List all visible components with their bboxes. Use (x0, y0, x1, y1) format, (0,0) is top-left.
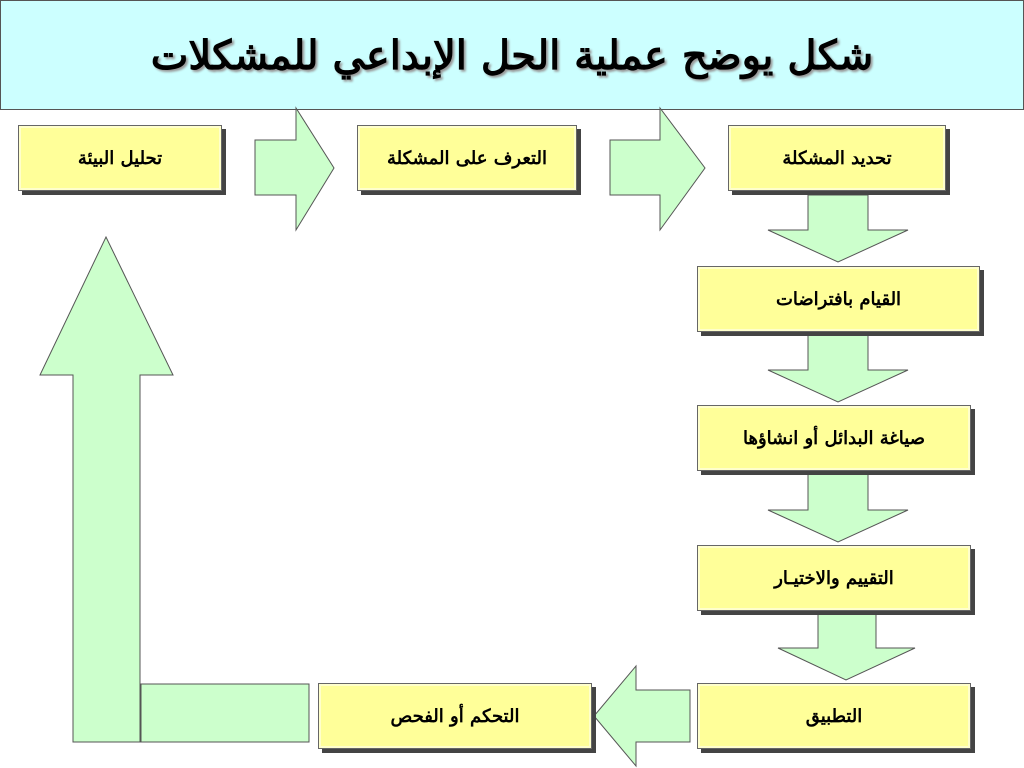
step-label: التطبيق (805, 705, 863, 727)
step-alternatives: صياغة البدائل أو انشاؤها (697, 405, 971, 471)
step-hypotheses: القيام بافتراضات (697, 266, 980, 332)
step-analyze-environment: تحليل البيئة (18, 125, 222, 191)
step-label: تحديد المشكلة (782, 147, 892, 169)
arrow-return-up (39, 235, 174, 743)
arrow-evaluate-to-apply (777, 612, 916, 681)
arrow-apply-to-control (593, 664, 691, 768)
step-evaluate: التقييم والاختيـار (697, 545, 971, 611)
step-label: التحكم أو الفحص (390, 705, 520, 727)
step-apply: التطبيق (697, 683, 971, 749)
step-label: التعرف على المشكلة (387, 147, 547, 169)
arrow-analyze-to-recognize (254, 106, 335, 232)
arrow-hypotheses-to-alternatives (767, 334, 909, 403)
step-label: التقييم والاختيـار (774, 567, 894, 589)
arrow-define-to-hypotheses (767, 194, 909, 263)
step-recognize-problem: التعرف على المشكلة (357, 125, 577, 191)
title-bar: شكل يوضح عملية الحل الإبداعي للمشكلات (0, 0, 1024, 110)
diagram-title: شكل يوضح عملية الحل الإبداعي للمشكلات (150, 31, 874, 79)
step-control: التحكم أو الفحص (318, 683, 592, 749)
arrow-recognize-to-define (609, 106, 706, 232)
step-label: تحليل البيئة (77, 147, 163, 169)
step-label: القيام بافتراضات (775, 288, 902, 310)
step-label: صياغة البدائل أو انشاؤها (743, 427, 925, 449)
arrow-alternatives-to-evaluate (767, 473, 909, 543)
step-define-problem: تحديد المشكلة (728, 125, 946, 191)
arrow-return-connector (140, 683, 310, 743)
